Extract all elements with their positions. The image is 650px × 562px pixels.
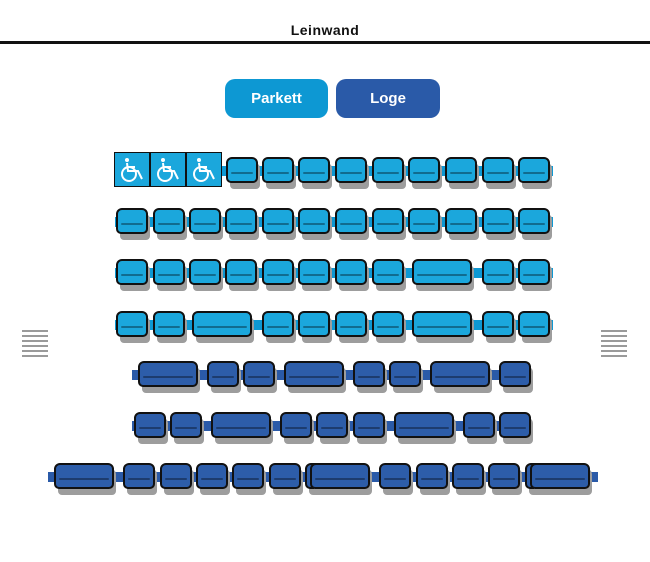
seat[interactable] [316, 412, 350, 444]
double-seat[interactable] [430, 361, 492, 393]
seat[interactable] [153, 259, 187, 291]
row-bar [115, 268, 553, 278]
seat[interactable] [189, 259, 223, 291]
seat[interactable] [262, 311, 296, 343]
seat[interactable] [262, 208, 296, 240]
seat[interactable] [225, 259, 259, 291]
double-seat[interactable] [412, 259, 474, 291]
seat[interactable] [335, 157, 369, 189]
seat[interactable] [232, 463, 266, 495]
seat[interactable] [225, 208, 259, 240]
seat[interactable] [518, 208, 552, 240]
double-seat[interactable] [54, 463, 116, 495]
seat[interactable] [488, 463, 522, 495]
seat[interactable] [335, 311, 369, 343]
double-seat[interactable] [192, 311, 254, 343]
seat[interactable] [207, 361, 241, 393]
seat[interactable] [353, 412, 387, 444]
seat[interactable] [243, 361, 277, 393]
seat[interactable] [499, 361, 533, 393]
seat[interactable] [262, 259, 296, 291]
seat[interactable] [116, 259, 150, 291]
seat[interactable] [262, 157, 296, 189]
row-bar [115, 217, 553, 227]
seat[interactable] [153, 208, 187, 240]
seat[interactable] [445, 208, 479, 240]
seat[interactable] [280, 412, 314, 444]
wheelchair-seat[interactable] [150, 152, 186, 187]
area-tabs: Parkett Loge [225, 79, 440, 118]
screen-line [0, 41, 650, 44]
seat[interactable] [298, 259, 332, 291]
seat[interactable] [335, 259, 369, 291]
seat[interactable] [269, 463, 303, 495]
seat[interactable] [372, 157, 406, 189]
seat[interactable] [153, 311, 187, 343]
seat[interactable] [372, 259, 406, 291]
double-seat[interactable] [211, 412, 273, 444]
seat[interactable] [116, 208, 150, 240]
wheelchair-icon [157, 158, 179, 182]
seat[interactable] [463, 412, 497, 444]
seat[interactable] [482, 259, 516, 291]
scroll-left-icon[interactable] [22, 330, 48, 360]
tab-loge[interactable]: Loge [336, 79, 440, 118]
seat[interactable] [379, 463, 413, 495]
double-seat[interactable] [394, 412, 456, 444]
seat[interactable] [416, 463, 450, 495]
seat[interactable] [482, 208, 516, 240]
seat[interactable] [160, 463, 194, 495]
wheelchair-icon [193, 158, 215, 182]
seat[interactable] [452, 463, 486, 495]
seat[interactable] [408, 208, 442, 240]
tab-parkett[interactable]: Parkett [225, 79, 328, 118]
wheelchair-seat[interactable] [186, 152, 222, 187]
seat[interactable] [499, 412, 533, 444]
seat[interactable] [518, 259, 552, 291]
seat[interactable] [298, 208, 332, 240]
seat[interactable] [170, 412, 204, 444]
seat[interactable] [408, 157, 442, 189]
seat[interactable] [189, 208, 223, 240]
double-seat[interactable] [138, 361, 200, 393]
seat[interactable] [372, 208, 406, 240]
seat[interactable] [196, 463, 230, 495]
seat[interactable] [518, 157, 552, 189]
seat[interactable] [445, 157, 479, 189]
seat[interactable] [134, 412, 168, 444]
wheelchair-icon [121, 158, 143, 182]
seat[interactable] [482, 157, 516, 189]
seat[interactable] [116, 311, 150, 343]
wheelchair-seat[interactable] [114, 152, 150, 187]
double-seat[interactable] [530, 463, 592, 495]
seat[interactable] [518, 311, 552, 343]
seat[interactable] [123, 463, 157, 495]
seat[interactable] [353, 361, 387, 393]
seat[interactable] [389, 361, 423, 393]
seat[interactable] [298, 157, 332, 189]
scroll-right-icon[interactable] [601, 330, 627, 360]
double-seat[interactable] [412, 311, 474, 343]
double-seat[interactable] [310, 463, 372, 495]
seat[interactable] [482, 311, 516, 343]
seat[interactable] [298, 311, 332, 343]
screen-label: Leinwand [290, 22, 360, 38]
seat[interactable] [335, 208, 369, 240]
seat[interactable] [372, 311, 406, 343]
double-seat[interactable] [284, 361, 346, 393]
row-bar [115, 320, 553, 330]
seat[interactable] [226, 157, 260, 189]
